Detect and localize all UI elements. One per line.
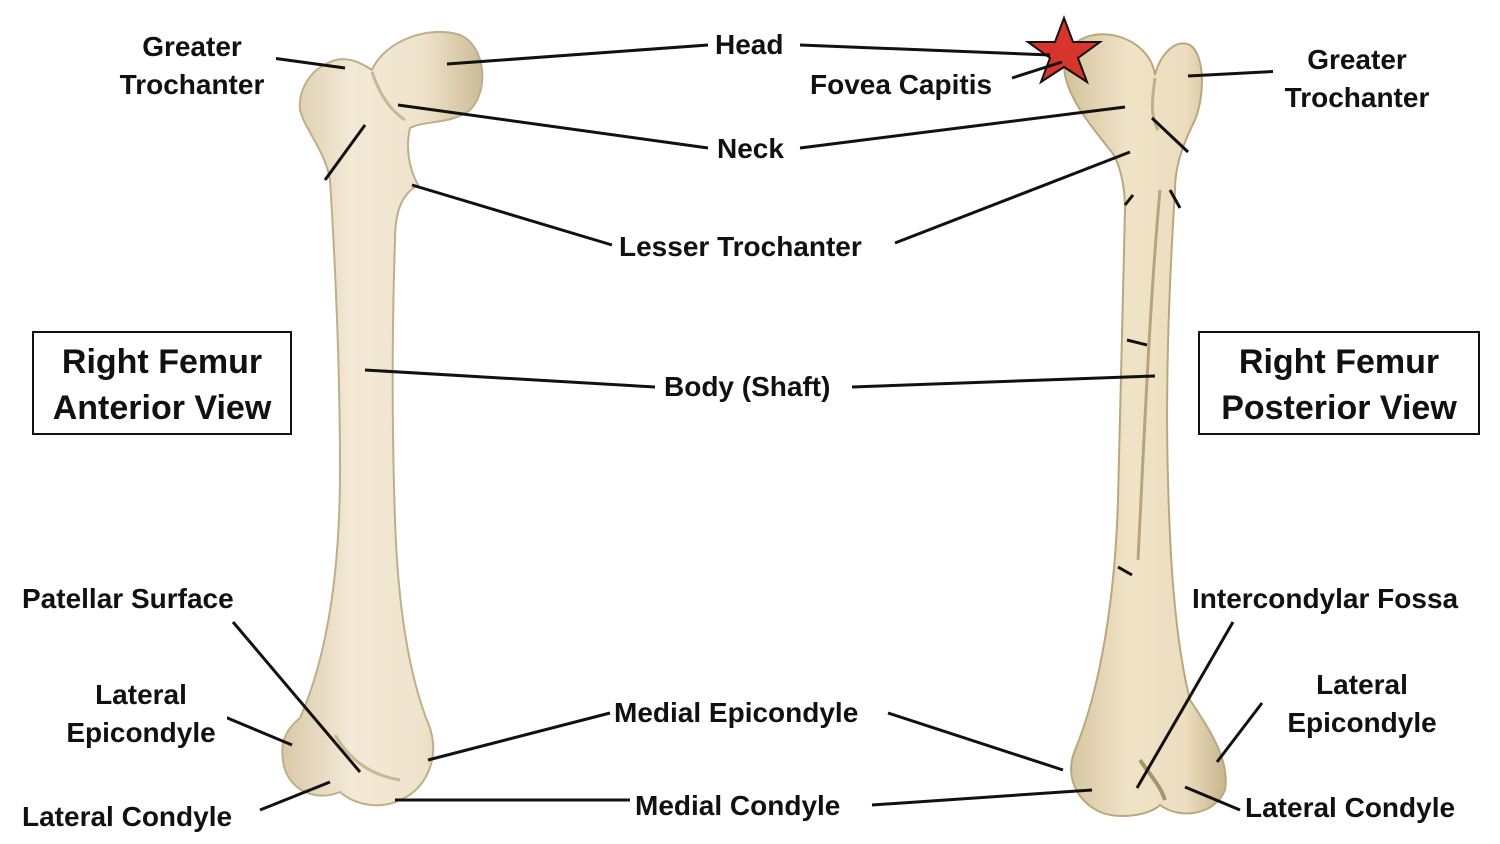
leader-lateral-condyle-right xyxy=(1184,785,1241,812)
leader-greater-trochanter-left-tick xyxy=(323,124,367,181)
femur-posterior xyxy=(1063,33,1227,817)
leader-greater-trochanter-right-tick xyxy=(1150,116,1190,154)
leader-lesser-trochanter-left xyxy=(411,183,613,247)
leader-lines xyxy=(224,43,1283,812)
leader-lesser-tick-a xyxy=(1123,194,1135,206)
label-body-shaft: Body (Shaft) xyxy=(662,368,833,406)
label-fovea-capitis: Fovea Capitis xyxy=(808,66,995,104)
label-lateral-epicondyle-left-line1: Lateral xyxy=(95,679,187,710)
label-greater-trochanter-right-line2: Trochanter xyxy=(1284,82,1430,113)
label-lateral-condyle-right: Lateral Condyle xyxy=(1243,789,1458,827)
leader-neck-left xyxy=(397,103,709,150)
leader-intercondylar-fossa xyxy=(1135,621,1235,789)
leader-lesser-tick-b xyxy=(1168,189,1182,209)
label-medial-epicondyle: Medial Epicondyle xyxy=(612,694,861,732)
leader-fovea-capitis xyxy=(1011,60,1063,80)
title-anterior-line2: Anterior View xyxy=(52,389,272,427)
label-lateral-epicondyle-right: Lateral Epicondyle xyxy=(1276,666,1448,742)
label-intercondylar-fossa: Intercondylar Fossa xyxy=(1190,580,1461,618)
label-lesser-trochanter: Lesser Trochanter xyxy=(617,228,864,266)
title-posterior-view: Right Femur Posterior View xyxy=(1198,331,1480,435)
leader-body-tick-a xyxy=(1126,338,1148,347)
label-greater-trochanter-left-line2: Trochanter xyxy=(119,69,265,100)
leader-neck-right xyxy=(799,105,1126,150)
leader-head-right xyxy=(799,43,1051,57)
label-lateral-condyle-left: Lateral Condyle xyxy=(20,798,235,836)
star-icon xyxy=(1024,15,1104,85)
leader-greater-trochanter-right xyxy=(1187,69,1283,78)
label-neck: Neck xyxy=(715,130,786,168)
leader-body-left xyxy=(364,368,656,389)
title-anterior-view: Right Femur Anterior View xyxy=(32,331,292,435)
label-lateral-epicondyle-left: Lateral Epicondyle xyxy=(55,676,227,752)
label-greater-trochanter-left-line1: Greater xyxy=(142,31,242,62)
femur-anterior-patellar-shade xyxy=(333,734,401,782)
label-medial-condyle: Medial Condyle xyxy=(633,787,843,825)
leader-patellar-surface xyxy=(231,621,362,773)
label-patellar-surface: Patellar Surface xyxy=(20,580,236,618)
leader-lateral-epicondyle-right xyxy=(1215,702,1264,763)
leader-medial-condyle-right xyxy=(871,788,1093,807)
label-greater-trochanter-right: Greater Trochanter xyxy=(1273,41,1441,117)
leader-lateral-condyle-left xyxy=(259,780,331,812)
title-posterior-line2: Posterior View xyxy=(1221,389,1457,427)
femur-anterior xyxy=(281,30,484,807)
leader-greater-trochanter-left xyxy=(264,55,346,70)
label-lateral-epicondyle-left-line2: Epicondyle xyxy=(66,717,216,748)
femur-posterior-fossa-shade xyxy=(1138,758,1167,801)
label-greater-trochanter-right-line1: Greater xyxy=(1307,44,1407,75)
title-anterior-line1: Right Femur xyxy=(61,343,263,381)
leader-lateral-epicondyle-left xyxy=(224,715,293,747)
label-head: Head xyxy=(713,26,786,64)
femur-anterior-neck-shade xyxy=(370,71,406,122)
leader-head-left xyxy=(446,43,709,66)
title-posterior-line1: Right Femur xyxy=(1238,343,1440,381)
label-lateral-epicondyle-right-line1: Lateral xyxy=(1316,669,1408,700)
leader-medial-epicondyle-left xyxy=(427,711,611,762)
leader-body-right xyxy=(851,374,1156,389)
leader-lesser-trochanter-right xyxy=(894,150,1131,245)
label-lateral-epicondyle-right-line2: Epicondyle xyxy=(1287,707,1437,738)
femur-anterior-outline xyxy=(281,30,484,807)
leader-body-tick-b xyxy=(1117,565,1133,577)
femur-posterior-trochanter-shade xyxy=(1150,77,1160,131)
femur-posterior-linea-aspera xyxy=(1136,189,1162,561)
leader-medial-epicondyle-right xyxy=(887,711,1064,772)
label-greater-trochanter-left: Greater Trochanter xyxy=(108,28,276,104)
